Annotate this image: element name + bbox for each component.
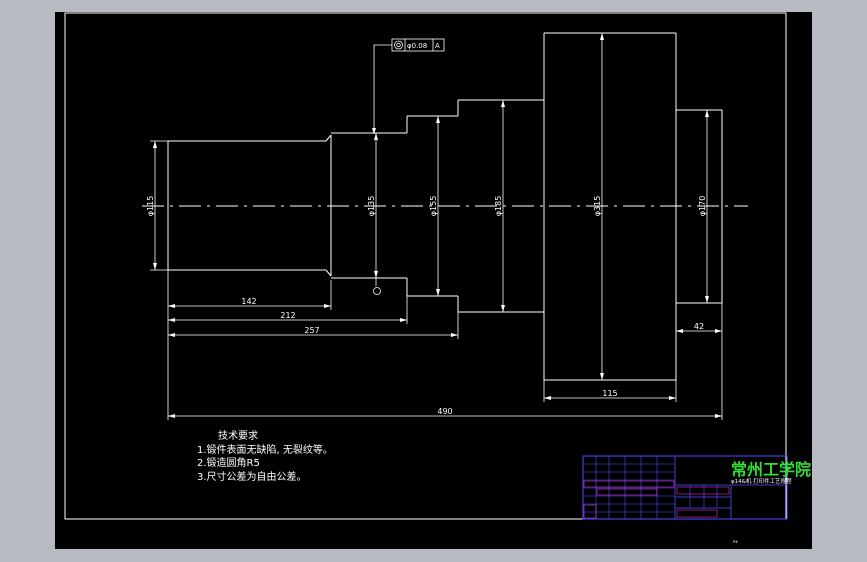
dim-arrows [153,33,709,380]
tolerance-value: φ0.08 [407,42,427,50]
dim-d170: φ170 [698,196,707,217]
tech-item-3: 3.尺寸公差为自由公差。 [197,470,307,483]
dim-d115: φ115 [146,196,155,217]
drawing-subtitle: φ14&机 打印件工艺规程 [731,477,792,485]
school-name: 常州工学院 [731,460,811,479]
concentricity-icon [394,40,403,50]
drawing-sheet [55,12,812,549]
dim-42: 42 [694,322,704,331]
dim-257: 257 [304,326,319,335]
dim-d185: φ185 [494,196,503,217]
dim-115: 115 [602,389,617,398]
datum-marker [373,287,381,295]
dim-490: 490 [437,407,452,416]
dim-d155: φ155 [429,196,438,217]
datum-letter: A [435,42,440,50]
length-dims [167,270,723,420]
tech-title: 技术要求 [218,429,258,442]
drawing-border [64,12,787,520]
length-arrows [168,304,722,418]
title-block: 常州工学院 φ14&机 打印件工艺规程 [582,455,811,520]
tech-item-2: 2.锻造圆角R5 [197,456,260,469]
diameter-dims [150,33,708,380]
dim-212: 212 [280,311,295,320]
dim-142: 142 [241,297,256,306]
corner-mark: ᴾ⁴ [733,540,738,547]
dim-d135: φ135 [367,196,376,217]
tech-item-1: 1.锻件表面无缺陷, 无裂纹等。 [197,443,333,456]
tolerance-frame: φ0.08 A [372,38,445,295]
dim-d315: φ315 [593,196,602,217]
